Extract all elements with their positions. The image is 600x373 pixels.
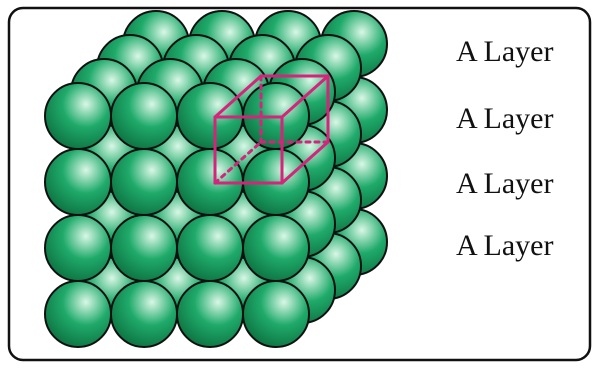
unit-cell-edge	[213, 74, 263, 119]
sphere	[44, 148, 112, 216]
sphere	[110, 280, 178, 348]
sphere	[110, 82, 178, 150]
sphere	[110, 148, 178, 216]
sphere	[176, 214, 244, 282]
unit-cell	[213, 74, 330, 185]
unit-cell-hidden-edge	[213, 140, 263, 185]
unit-cell-edge	[280, 140, 330, 185]
sphere	[44, 214, 112, 282]
layer-label-3: A Layer	[456, 167, 554, 200]
sphere	[44, 82, 112, 150]
sphere	[176, 280, 244, 348]
layer-label-4: A Layer	[456, 229, 554, 262]
layer-label-1: A Layer	[456, 35, 554, 68]
sphere	[242, 280, 310, 348]
sphere	[44, 280, 112, 348]
layer-label-2: A Layer	[456, 102, 554, 135]
unit-cell-edge	[280, 74, 330, 119]
sphere	[242, 214, 310, 282]
sphere	[110, 214, 178, 282]
sphere-array	[44, 10, 388, 348]
